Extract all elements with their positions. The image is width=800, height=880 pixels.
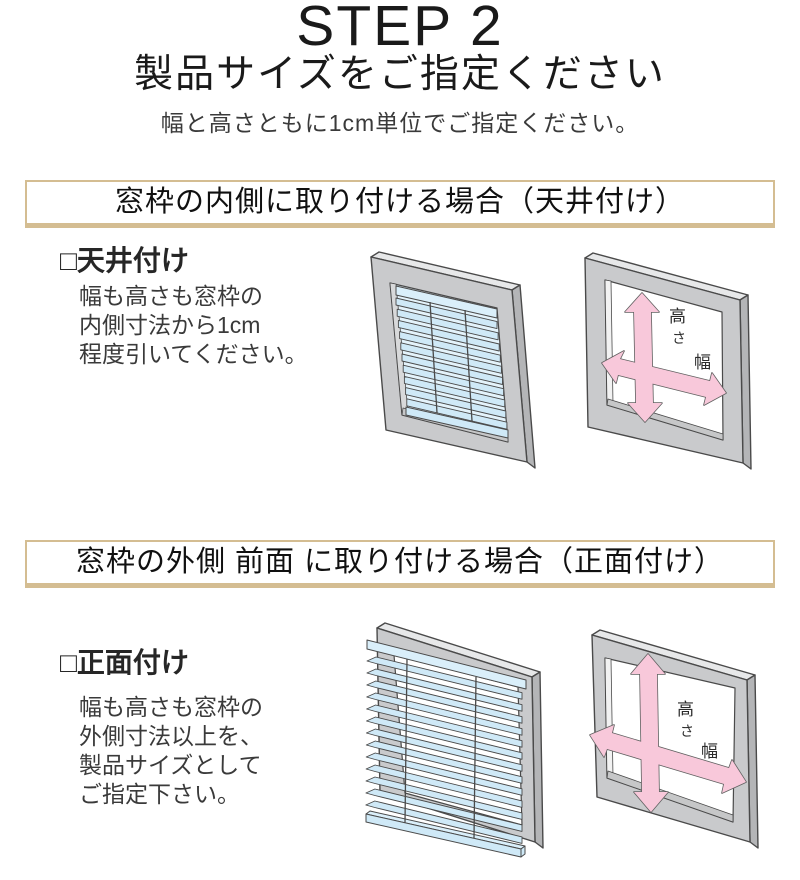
body-line: 製品サイズとして <box>79 752 262 778</box>
width-arrow-fill <box>590 725 746 793</box>
blind-slat <box>366 692 523 736</box>
body-line: 内側寸法から1cm <box>79 312 261 338</box>
blind-slat <box>403 375 506 408</box>
measure-arrows <box>589 653 747 813</box>
body-line: 幅も高さも窓枠の <box>79 283 263 309</box>
inside-mount-measure-illustration: 高 さ 幅 <box>584 252 752 470</box>
blind-headrail <box>395 285 498 319</box>
lift-cord <box>464 309 473 422</box>
inside-mount-blinds-illustration <box>370 251 536 469</box>
blind-slat <box>397 319 500 352</box>
measure-arrows <box>601 292 727 423</box>
venetian-blind <box>395 285 509 439</box>
body-line: 程度引いてください。 <box>79 341 308 367</box>
blind-slat <box>405 387 507 419</box>
blind-slat <box>402 364 505 397</box>
height-arrow-fill <box>631 654 668 812</box>
step-title: STEP 2 <box>296 0 504 58</box>
blind-headrail <box>366 639 527 690</box>
front-mount-blinds-illustration <box>365 622 544 858</box>
height-label-kana: さ <box>680 723 694 739</box>
blind-slats <box>365 656 523 844</box>
section-banner-front-mount: 窓枠の外側 前面 に取り付ける場合（正面付け） <box>25 540 775 588</box>
window-frame <box>584 252 752 470</box>
blind-slat <box>406 398 508 430</box>
blind-slats <box>395 297 508 430</box>
lift-cord <box>473 676 477 839</box>
lift-cord <box>404 658 408 824</box>
width-arrow-fill <box>602 351 726 405</box>
body-line: 幅も高さも窓枠の <box>79 694 263 720</box>
height-label: 高 <box>677 700 694 719</box>
width-label: 幅 <box>694 353 711 372</box>
front-mount-measure-illustration: 高 さ 幅 <box>589 629 759 849</box>
blind-bottom-rail <box>405 406 509 439</box>
blind-slat <box>395 297 498 330</box>
blind-slat <box>366 668 523 712</box>
page-subtitle: 幅と高さともに1cm単位でご指定ください。 <box>160 110 640 136</box>
height-label: 高 <box>669 307 686 326</box>
body-text-ceiling-mount: 幅も高さも窓枠の 内側寸法から1cm 程度引いてください。 <box>79 282 308 369</box>
width-label: 幅 <box>701 742 718 761</box>
blind-slat <box>366 680 523 724</box>
blind-slat <box>366 716 523 760</box>
blind-slat <box>366 704 523 748</box>
body-text-front-mount: 幅も高さも窓枠の 外側寸法以上を、 製品サイズとして ご指定下さい。 <box>79 693 263 809</box>
blind-slat <box>366 656 523 700</box>
window-sill <box>606 770 734 823</box>
lift-cord <box>429 301 438 414</box>
heading-front-mount: □正面付け <box>60 647 189 678</box>
heading-ceiling-mount: □天井付け <box>60 245 189 276</box>
body-line: 外側寸法以上を、 <box>79 723 263 749</box>
blind-slat <box>396 308 499 341</box>
height-arrow-fill <box>625 293 662 422</box>
blind-slat <box>365 728 523 772</box>
window-frame <box>591 629 759 849</box>
bottom-rail-end-cap <box>520 845 526 858</box>
page-title: 製品サイズをご指定ください <box>134 53 666 96</box>
section-banner-inside-mount: 窓枠の内側に取り付ける場合（天井付け） <box>25 180 775 228</box>
venetian-blind <box>365 639 527 858</box>
height-label-kana: さ <box>672 330 686 346</box>
body-line: ご指定下さい。 <box>79 781 240 807</box>
